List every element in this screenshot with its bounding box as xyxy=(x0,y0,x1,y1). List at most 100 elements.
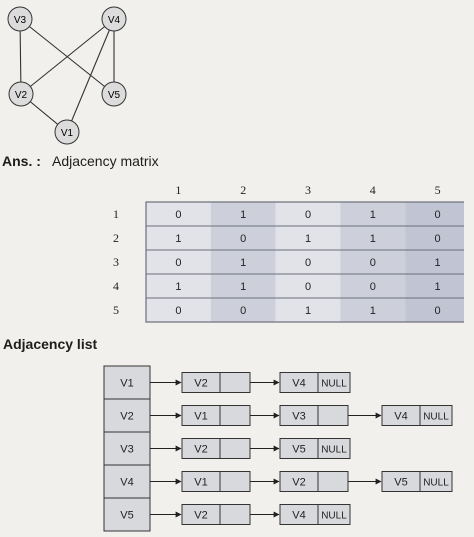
matrix-cell: 1 xyxy=(305,233,311,245)
matrix-row-header: 2 xyxy=(113,231,119,245)
null-label: NULL xyxy=(321,379,347,390)
matrix-cell: 1 xyxy=(370,305,376,317)
edge-v4-v2 xyxy=(20,18,115,95)
matrix-column-header: 5 xyxy=(435,183,441,197)
matrix-column-band xyxy=(275,202,341,322)
adjacency-list-row: V3 V2 V5 NULL xyxy=(103,431,351,466)
node-pointer-cell xyxy=(219,504,251,525)
matrix-column-header: 1 xyxy=(175,183,181,197)
matrix-cell: 0 xyxy=(370,281,376,293)
node-pointer-cell xyxy=(317,405,349,426)
node-label: V4 xyxy=(292,510,305,522)
matrix-row-header: 3 xyxy=(113,255,119,269)
node-label: V2 xyxy=(194,510,207,522)
null-cell xyxy=(317,504,351,525)
null-label: NULL xyxy=(423,412,449,423)
matrix-column-header: 4 xyxy=(370,183,376,197)
matrix-row-header: 4 xyxy=(113,279,119,293)
matrix-cell: 1 xyxy=(305,305,311,317)
adjacency-list-row: V5 V2 V4 NULL xyxy=(103,497,351,532)
null-cell xyxy=(317,372,351,393)
matrix-cell: 0 xyxy=(435,233,441,245)
vertex-v3: V3 xyxy=(7,6,33,32)
null-cell xyxy=(419,405,453,426)
adjacency-list-title: Adjacency list xyxy=(3,336,98,352)
vertex-label: V5 xyxy=(108,90,121,101)
matrix-cell: 0 xyxy=(240,233,246,245)
node-label: V4 xyxy=(292,378,305,390)
matrix-cell: 0 xyxy=(240,305,246,317)
matrix-cell: 0 xyxy=(370,257,376,269)
matrix-column-band xyxy=(146,202,211,322)
vertex-label: V3 xyxy=(14,15,27,26)
null-label: NULL xyxy=(321,445,347,456)
matrix-cell: 1 xyxy=(175,233,181,245)
matrix-column-band xyxy=(340,202,406,322)
node-pointer-cell xyxy=(219,372,251,393)
node-label: V5 xyxy=(394,477,407,489)
node-label: V2 xyxy=(194,444,207,456)
matrix-column-band xyxy=(210,202,276,322)
matrix-cell: 1 xyxy=(370,233,376,245)
node-label: V2 xyxy=(292,477,305,489)
answer-label: Ans. : xyxy=(2,153,41,169)
matrix-cell: 1 xyxy=(435,281,441,293)
vertex-v4: V4 xyxy=(101,6,127,32)
node-label: V4 xyxy=(394,411,407,423)
vertex-v1: V1 xyxy=(54,119,80,145)
matrix-frame xyxy=(145,201,464,323)
vertex-label: V1 xyxy=(61,128,74,139)
head-label: V5 xyxy=(120,510,133,522)
null-cell xyxy=(419,471,453,492)
matrix-cell: 0 xyxy=(305,257,311,269)
matrix-row-header: 1 xyxy=(113,207,119,221)
vertex-label: V4 xyxy=(108,15,121,26)
head-cell xyxy=(103,497,151,532)
head-label: V2 xyxy=(120,411,133,423)
matrix-cell: 1 xyxy=(175,281,181,293)
matrix-cell: 0 xyxy=(175,305,181,317)
node-label: V1 xyxy=(194,477,207,489)
node-label: V5 xyxy=(292,444,305,456)
head-label: V1 xyxy=(120,378,133,390)
head-label: V3 xyxy=(120,444,133,456)
node-pointer-cell xyxy=(219,405,251,426)
node-pointer-cell xyxy=(317,471,349,492)
null-cell xyxy=(317,438,351,459)
node-pointer-cell xyxy=(219,438,251,459)
node-label: V3 xyxy=(292,411,305,423)
edge-v4-v1 xyxy=(66,18,115,133)
vertex-v5: V5 xyxy=(101,81,127,107)
matrix-cell: 0 xyxy=(305,281,311,293)
matrix-column-band xyxy=(405,202,464,322)
matrix-cell: 0 xyxy=(435,209,441,221)
vertex-v2: V2 xyxy=(8,81,34,107)
matrix-cell: 0 xyxy=(175,209,181,221)
node-pointer-cell xyxy=(219,471,251,492)
matrix-cell: 1 xyxy=(435,257,441,269)
edge-v3-v2 xyxy=(19,18,22,95)
matrix-cell: 1 xyxy=(370,209,376,221)
matrix-cell: 1 xyxy=(240,257,246,269)
matrix-column-header: 3 xyxy=(305,183,311,197)
matrix-cell: 0 xyxy=(435,305,441,317)
head-label: V4 xyxy=(120,477,133,489)
head-cell xyxy=(103,365,151,400)
graph-edges xyxy=(19,18,115,133)
vertex-label: V2 xyxy=(15,90,28,101)
adjacency-list-row: V1 V2 V4 NULL xyxy=(103,365,351,400)
node-label: V2 xyxy=(194,378,207,390)
matrix-cell: 1 xyxy=(240,209,246,221)
graph-diagram: V3 V4 V2 V5 V1 xyxy=(7,6,127,145)
node-label: V1 xyxy=(194,411,207,423)
matrix-title: Adjacency matrix xyxy=(52,153,159,169)
adjacency-list-row: V2 V1 V3 V4 NULL xyxy=(103,398,453,433)
matrix-row-header: 5 xyxy=(113,303,119,317)
matrix-column-header: 2 xyxy=(240,183,246,197)
matrix-cell: 1 xyxy=(240,281,246,293)
matrix-cell: 0 xyxy=(305,209,311,221)
null-label: NULL xyxy=(321,511,347,522)
